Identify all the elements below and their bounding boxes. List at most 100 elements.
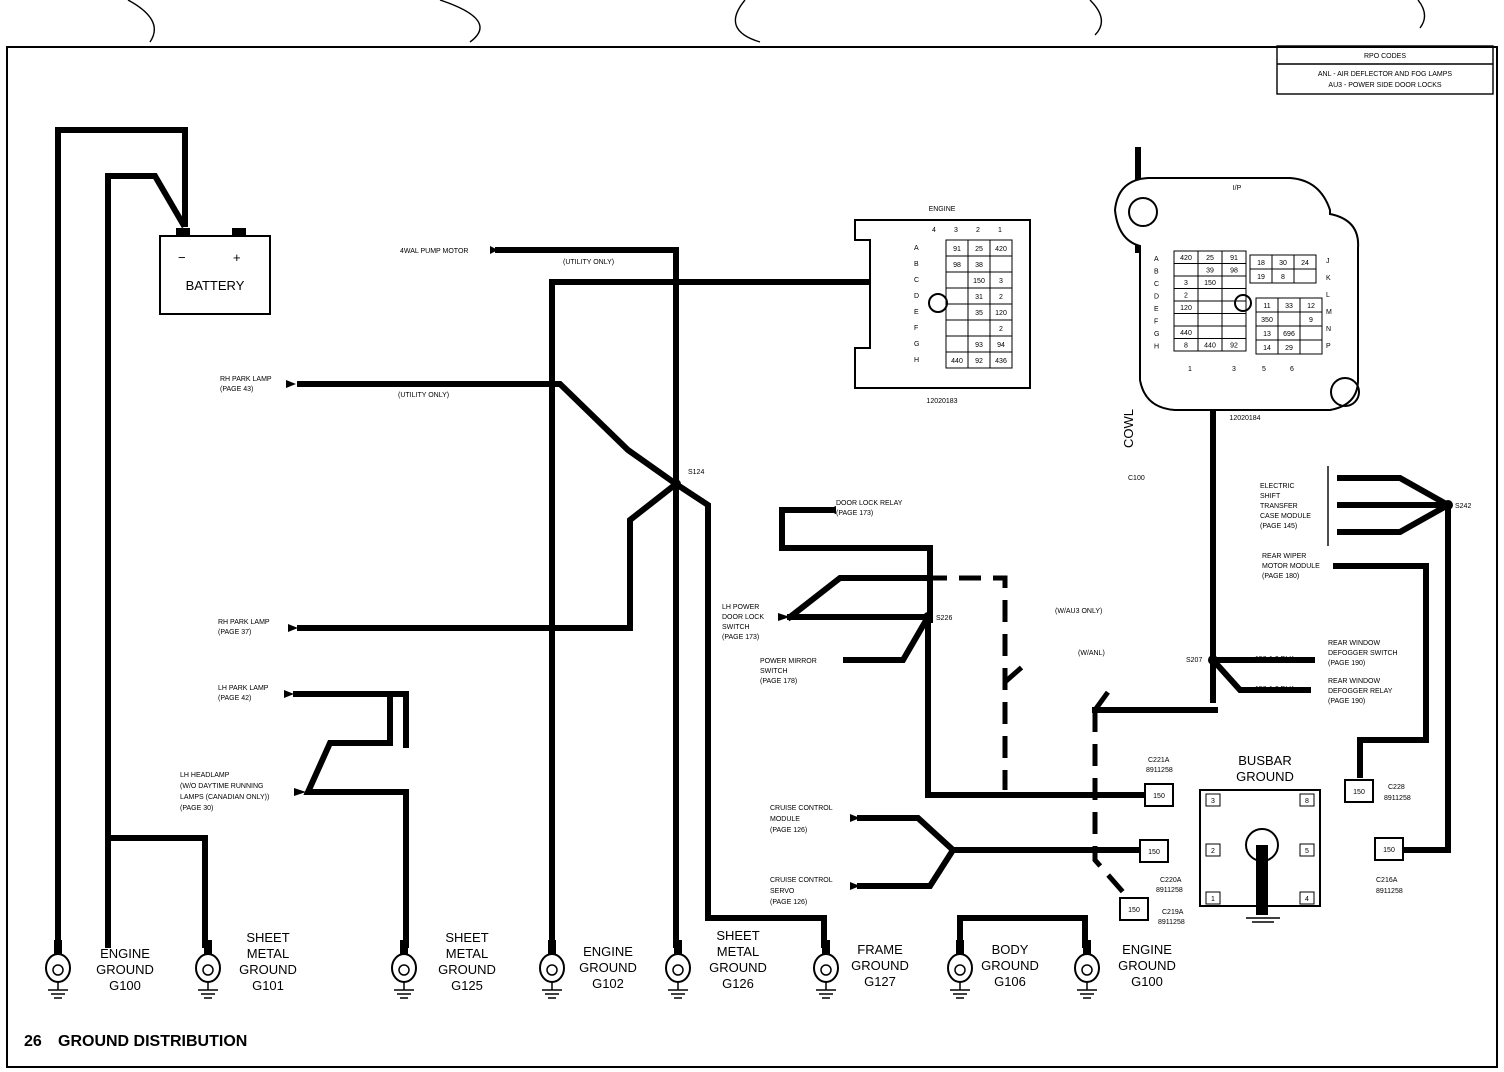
ip-cavity	[1197, 325, 1223, 339]
engine-cavity	[945, 335, 969, 353]
splice-s226	[923, 612, 933, 622]
wire-label: (W/ANL)	[1078, 650, 1105, 657]
ip-cavity	[1197, 288, 1223, 302]
ip-bottom-num: 5	[1262, 366, 1266, 373]
svg-text:(PAGE 173): (PAGE 173)	[836, 510, 873, 517]
engine-cavity	[989, 255, 1013, 273]
power-mirror: POWER MIRROR	[760, 658, 817, 665]
engine-cavity-label: 420	[995, 246, 1007, 253]
wire-label: 150-3.0 BLK	[783, 279, 822, 286]
door-lock-relay: DOOR LOCK RELAY	[836, 500, 903, 507]
wire-label: 150-1.0 BLK	[1255, 656, 1294, 663]
engine-cavity-label: 98	[953, 262, 961, 269]
ip-cavity-label: 12	[1307, 303, 1315, 310]
ring-terminal-icon	[391, 953, 417, 983]
engine-cavity-label: 120	[995, 310, 1007, 317]
ip-cavity-label: 13	[1263, 331, 1271, 338]
svg-text:150: 150	[1353, 789, 1365, 796]
ip-cavity-label: 2	[1184, 293, 1188, 300]
engine-cavity-label: 92	[975, 358, 983, 365]
svg-text:(PAGE 190): (PAGE 190)	[1328, 660, 1365, 667]
svg-text:SWITCH: SWITCH	[760, 668, 788, 675]
engine-row-label: B	[914, 261, 919, 268]
svg-text:(PAGE 126): (PAGE 126)	[770, 899, 807, 906]
wire-label: 2-3.0 BLK	[103, 300, 110, 331]
c228-label: C228	[1388, 784, 1405, 791]
ip-row-label-right: L	[1326, 292, 1330, 299]
wire-label: COPPER BRAID	[994, 915, 1047, 922]
ip-cavity-label: 8	[1184, 343, 1188, 350]
engine-conn-part: 12020183	[926, 398, 957, 405]
rpo-row-1: ANL - AIR DEFLECTOR AND FOG LAMPS	[1318, 71, 1453, 78]
binder-holes	[127, 0, 1426, 43]
ip-row-label-right: K	[1326, 275, 1331, 282]
wire-label: 150-3.0 BLK	[1209, 458, 1216, 497]
page-number: 26	[24, 1033, 42, 1050]
defog-switch: REAR WINDOW	[1328, 640, 1381, 647]
ip-row-label: H	[1154, 344, 1159, 351]
ground-label: GROUND	[579, 960, 637, 975]
ground-label: GROUND	[96, 962, 154, 977]
ring-terminal-icon	[947, 953, 973, 983]
ip-cavity	[1221, 338, 1247, 352]
battery: − + BATTERY	[159, 228, 271, 315]
ip-cavity-label: 440	[1180, 330, 1192, 337]
c221a-label: C221A	[1148, 757, 1170, 764]
ip-conn-part: 12020184	[1229, 415, 1260, 422]
ip-row-label: E	[1154, 306, 1159, 313]
splice-s124	[671, 479, 681, 489]
engine-cavity	[989, 351, 1013, 369]
engine-cavity-label: 35	[975, 310, 983, 317]
engine-cavity-label: 440	[951, 358, 963, 365]
s124-label: S124	[688, 469, 704, 476]
ip-cavity	[1173, 263, 1199, 277]
engine-cavity-label: 94	[997, 342, 1005, 349]
svg-text:3: 3	[1211, 798, 1215, 805]
lh-park-42: LH PARK LAMP	[218, 685, 269, 692]
svg-text:2: 2	[1211, 848, 1215, 855]
ip-cavity	[1277, 311, 1301, 327]
engine-row-label: A	[914, 245, 919, 252]
wire-label: 150-.8 BLK	[314, 790, 349, 797]
ip-cavity	[1293, 268, 1317, 284]
pump-label: 4WAL PUMP MOTOR	[400, 248, 468, 255]
svg-text:8911258: 8911258	[1158, 919, 1185, 926]
svg-text:8911258: 8911258	[1156, 887, 1183, 894]
engine-row-label: F	[914, 325, 918, 332]
wire-label: 150-3.0 BLK	[862, 546, 901, 553]
s242-label: S242	[1455, 503, 1471, 510]
lh-power-door-lock: LH POWER	[722, 604, 759, 611]
ip-bottom-num: 6	[1290, 366, 1294, 373]
wire-label: 150-.8 BLK	[874, 816, 909, 823]
svg-text:(PAGE 42): (PAGE 42)	[218, 695, 251, 702]
engine-cavity-label: 2	[999, 294, 1003, 301]
ip-cavity-label: 92	[1230, 343, 1238, 350]
wire-label: 150-3.0 BLK	[1444, 630, 1451, 669]
svg-text:4: 4	[1305, 896, 1309, 903]
svg-text:MOTOR MODULE: MOTOR MODULE	[1262, 563, 1320, 570]
engine-cavity	[945, 319, 969, 337]
wire-label: (W/AU3 ONLY)	[1055, 608, 1102, 615]
ip-cavity-label: 11	[1263, 303, 1270, 310]
wire-label: 1-18.0 BLK	[53, 880, 60, 915]
svg-text:SHIFT: SHIFT	[1260, 493, 1281, 500]
ip-row-label-right: J	[1326, 258, 1330, 265]
ip-cavity	[1299, 339, 1323, 355]
ip-cavity	[1221, 313, 1247, 327]
ground-points: ENGINEGROUNDG100SHEETMETALGROUNDG101SHEE…	[45, 928, 1176, 999]
ip-bottom-num: 3	[1232, 366, 1236, 373]
svg-text:1: 1	[1211, 896, 1215, 903]
ground-label: G126	[722, 976, 754, 991]
ground-label: GROUND	[239, 962, 297, 977]
cruise-module: CRUISE CONTROL	[770, 805, 833, 812]
ip-cavity-label: 25	[1206, 255, 1214, 262]
engine-row-label: E	[914, 309, 919, 316]
ip-mount	[1128, 197, 1158, 227]
wire-label: 150-1.0 BLK	[1255, 686, 1294, 693]
ip-cavity-label: 9	[1309, 317, 1313, 324]
